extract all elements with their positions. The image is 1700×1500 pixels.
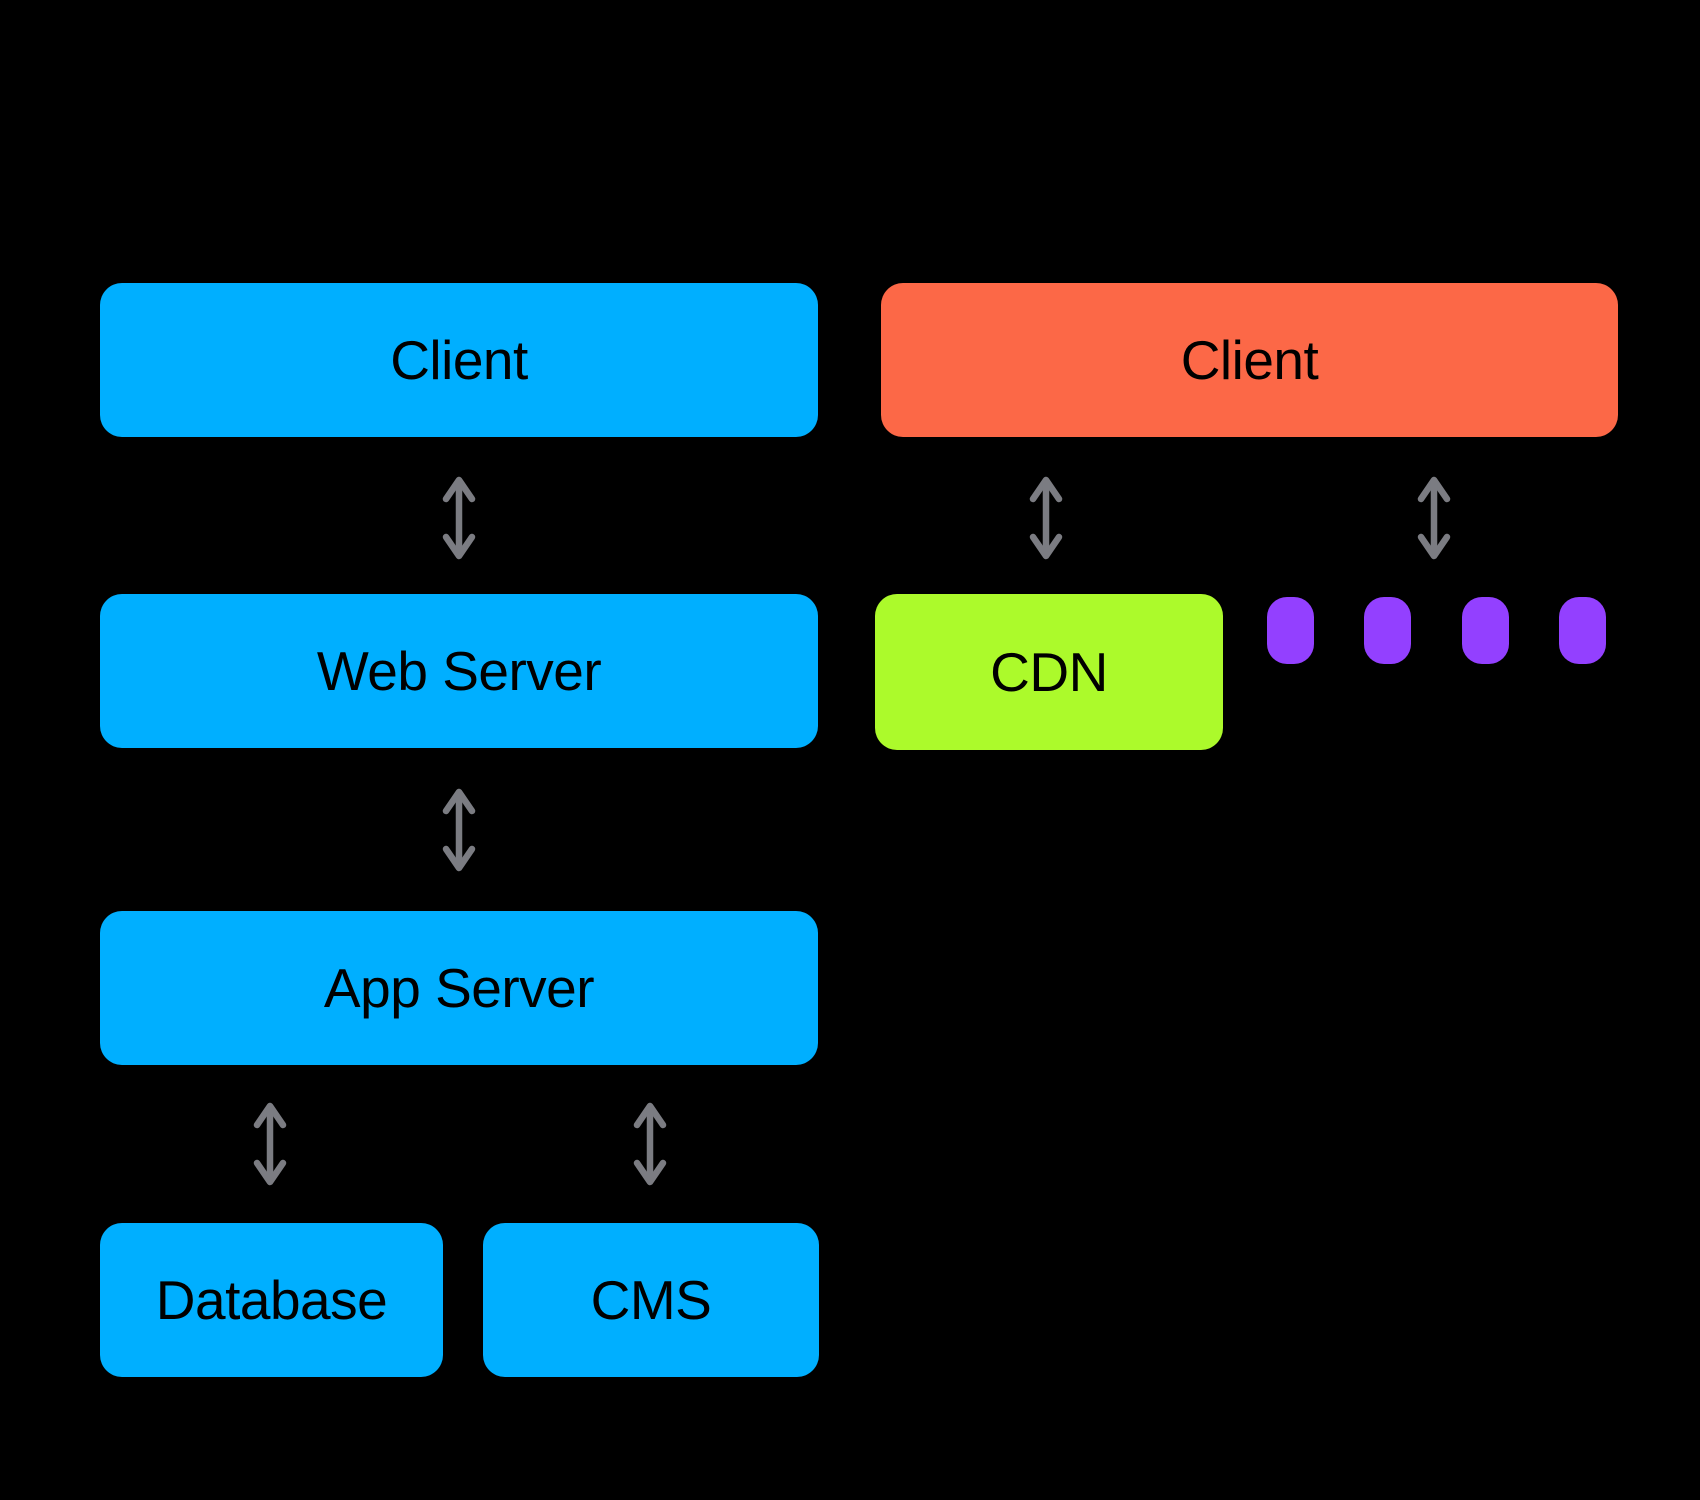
node-client-right: Client [881, 283, 1618, 437]
connector-webserver-appserver [441, 786, 477, 874]
node-cdn-label: CDN [990, 641, 1108, 703]
node-cms: CMS [483, 1223, 819, 1377]
node-app-server: App Server [100, 911, 818, 1065]
connector-appserver-cms [632, 1100, 668, 1188]
double-arrow-icon [1029, 476, 1063, 560]
connector-client-ellipsis [1416, 474, 1452, 562]
node-database: Database [100, 1223, 443, 1377]
ellipsis-dot [1462, 597, 1509, 664]
double-arrow-icon [442, 788, 476, 872]
node-client-left-label: Client [390, 329, 528, 391]
node-cms-label: CMS [590, 1269, 712, 1331]
ellipsis-dot [1559, 597, 1606, 664]
connector-appserver-database [252, 1100, 288, 1188]
double-arrow-icon [1417, 476, 1451, 560]
node-database-label: Database [155, 1269, 388, 1331]
double-arrow-icon [442, 476, 476, 560]
connector-client-cdn [1028, 474, 1064, 562]
node-web-server-label: Web Server [316, 640, 602, 702]
node-client-left: Client [100, 283, 818, 437]
node-web-server: Web Server [100, 594, 818, 748]
ellipsis-dot [1267, 597, 1314, 664]
double-arrow-icon [253, 1102, 287, 1186]
double-arrow-icon [633, 1102, 667, 1186]
node-client-right-label: Client [1180, 329, 1319, 391]
node-app-server-label: App Server [323, 957, 595, 1019]
connector-client-webserver [441, 474, 477, 562]
ellipsis-dot [1364, 597, 1411, 664]
node-cdn: CDN [875, 594, 1223, 750]
